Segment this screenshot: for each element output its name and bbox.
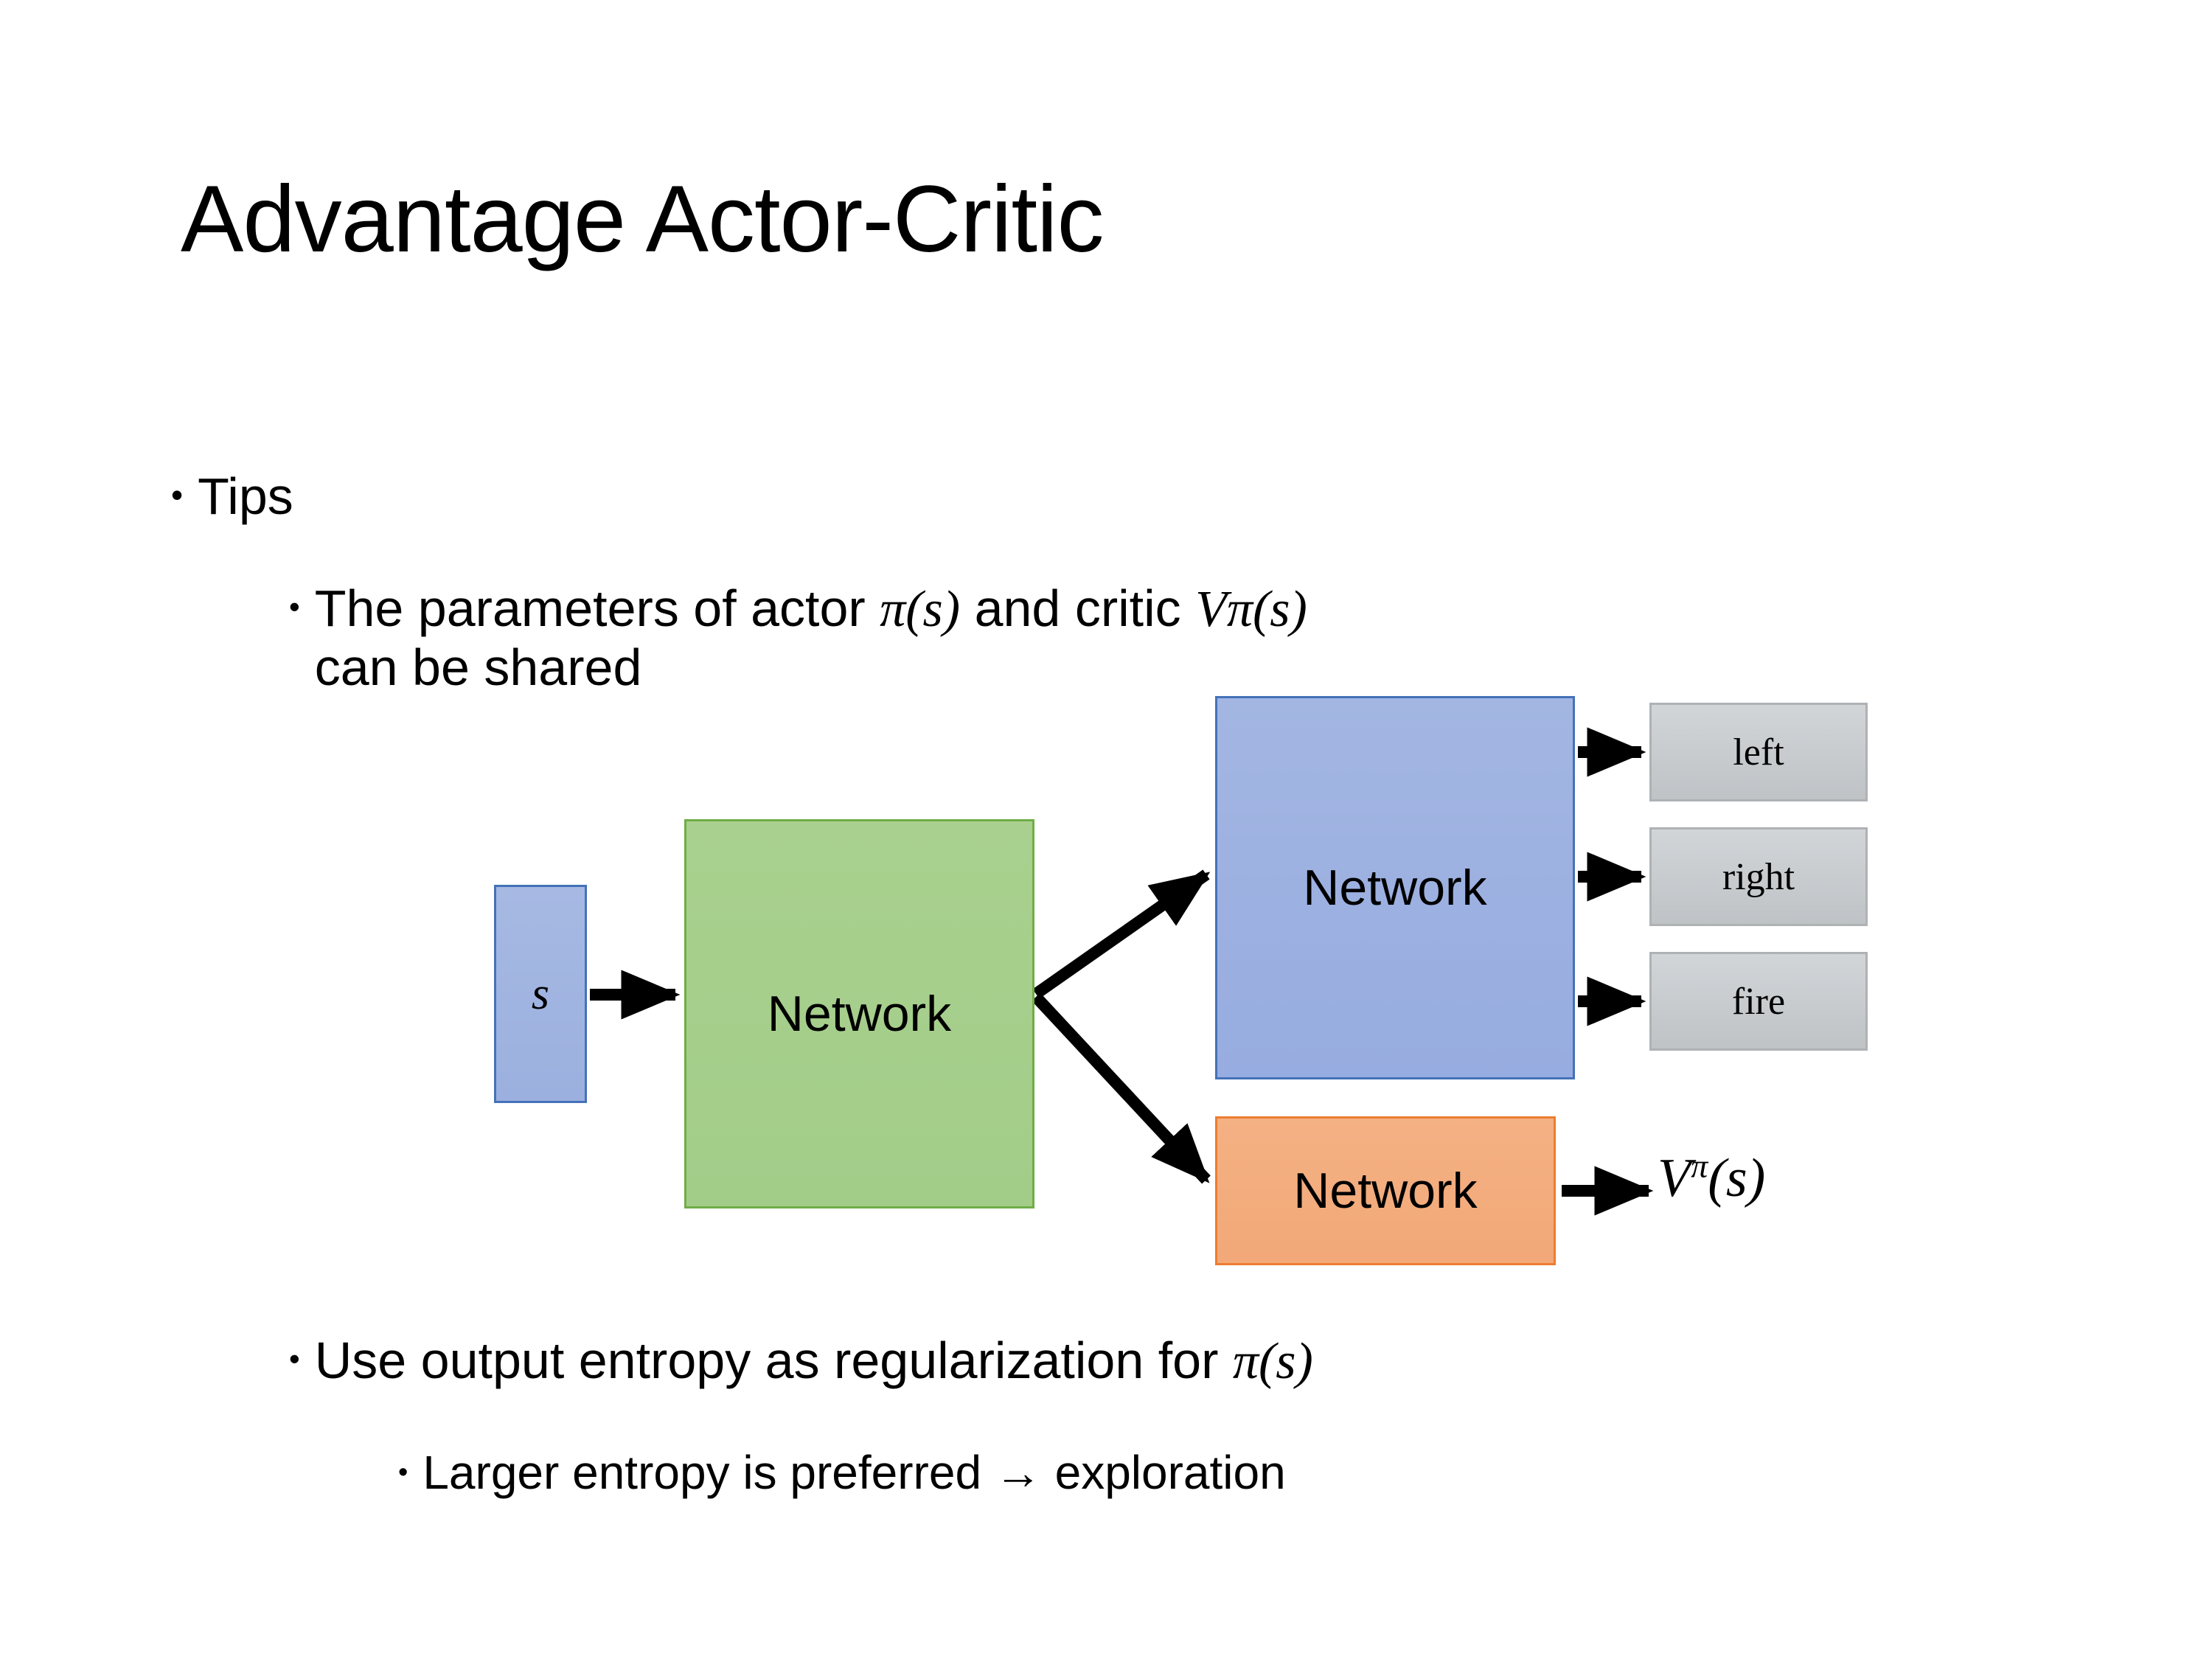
- bullet-marker-icon: •: [171, 476, 184, 514]
- critic-network-box: Network: [1215, 1116, 1556, 1265]
- bullet-shared-parameters: • The parameters of actor π(s) and criti…: [289, 580, 2059, 697]
- shared-text-part3: can be shared: [314, 639, 642, 697]
- math-critic-v: V: [1195, 581, 1227, 638]
- critic-network-label: Network: [1293, 1163, 1478, 1219]
- action-output-fire-label: fire: [1731, 980, 1786, 1023]
- bullet-marker-icon: •: [398, 1457, 408, 1488]
- bullet-shared-label: The parameters of actor π(s) and critic …: [315, 580, 1307, 697]
- arrow-shared-to-actor: [1032, 869, 1211, 999]
- shared-text-part1: The parameters of actor: [314, 580, 880, 637]
- bullet-marker-icon: •: [289, 589, 300, 624]
- bullet-entropy-regularization: • Use output entropy as regularization f…: [289, 1332, 1313, 1391]
- arrow-shared-to-critic: [1032, 992, 1211, 1184]
- math-actor-pi: π: [880, 581, 906, 638]
- action-output-fire: fire: [1649, 952, 1868, 1051]
- math-entropy-arg: (s): [1258, 1333, 1313, 1390]
- shared-network-label: Network: [767, 986, 952, 1042]
- actor-network-label: Network: [1303, 860, 1487, 916]
- entropy-text-part1: Use output entropy as regularization for: [314, 1332, 1233, 1389]
- action-output-left: left: [1649, 703, 1868, 801]
- math-actor-arg: (s): [905, 581, 961, 638]
- bullet-tips: • Tips: [171, 467, 293, 525]
- actor-network-box: Network: [1215, 696, 1575, 1079]
- action-output-right-label: right: [1722, 855, 1795, 898]
- shared-text-part2: and critic: [960, 580, 1196, 637]
- critic-value-base: V: [1658, 1148, 1691, 1208]
- shared-network-box: Network: [684, 819, 1034, 1208]
- bullet-larger-label: Larger entropy is preferred → exploratio…: [422, 1446, 1286, 1499]
- math-critic-superscript: π: [1226, 581, 1253, 638]
- bullet-marker-icon: •: [289, 1341, 300, 1376]
- critic-value-superscript: π: [1691, 1147, 1708, 1185]
- math-critic-arg: (s): [1252, 581, 1307, 638]
- math-entropy-pi: π: [1232, 1333, 1259, 1390]
- bullet-larger-entropy: • Larger entropy is preferred → explorat…: [398, 1446, 1286, 1500]
- bullet-tips-label: Tips: [198, 467, 293, 525]
- state-input-box: s: [494, 885, 587, 1103]
- page-title: Advantage Actor-Critic: [181, 167, 1104, 272]
- critic-value-output: Vπ(s): [1658, 1147, 1765, 1210]
- critic-value-argument: (s): [1708, 1148, 1766, 1208]
- state-input-label: s: [531, 968, 550, 1019]
- action-output-right: right: [1649, 827, 1868, 926]
- action-output-left-label: left: [1733, 731, 1784, 773]
- bullet-entropy-label: Use output entropy as regularization for…: [315, 1332, 1313, 1391]
